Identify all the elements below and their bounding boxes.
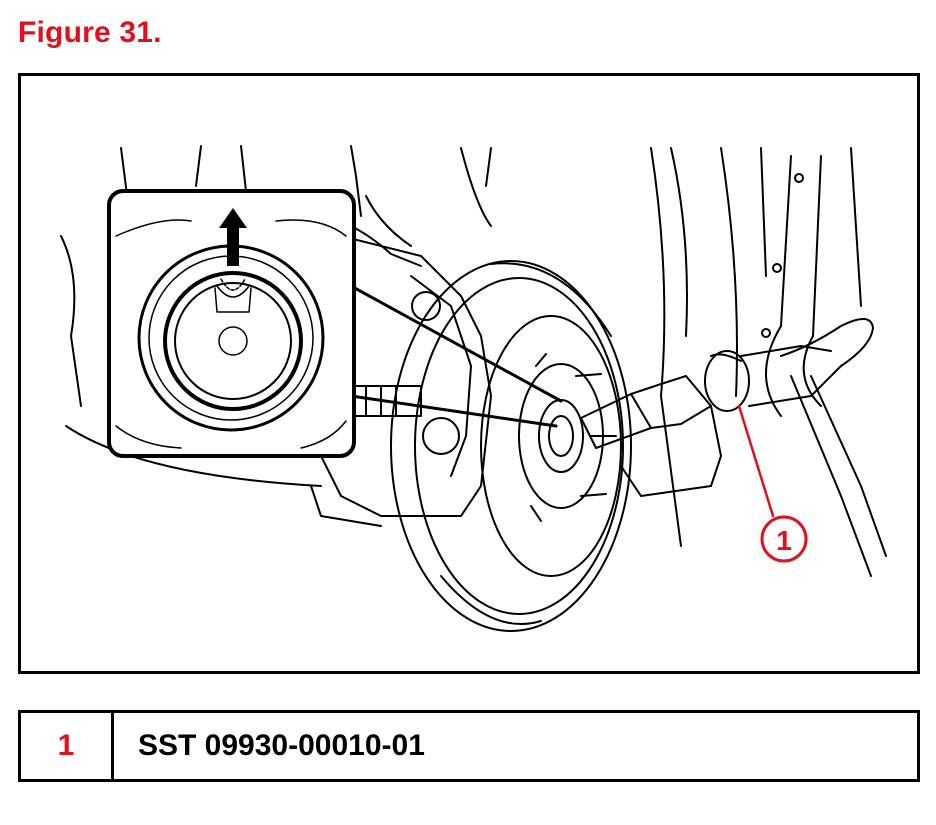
brake-caliper <box>310 235 492 527</box>
callout-number: 1 <box>776 525 792 556</box>
special-service-tool <box>704 318 887 577</box>
legend-description: SST 09930-00010-01 <box>138 729 425 762</box>
detail-leader-lines <box>349 284 563 428</box>
figure-title: Figure 31. <box>18 16 162 49</box>
callout-1: 1 <box>737 404 808 563</box>
vehicle-body-lines <box>60 145 862 547</box>
legend-number: 1 <box>21 713 114 779</box>
wheel-hub <box>518 353 617 522</box>
brake-disc <box>390 260 632 632</box>
legend-table: 1 SST 09930-00010-01 <box>18 710 920 782</box>
detail-inset <box>107 189 356 458</box>
arrow-up-icon <box>219 208 247 266</box>
illustration-frame: 1 <box>18 73 920 674</box>
hub-nut-removal-illustration: 1 <box>60 145 887 632</box>
socket-extension <box>580 375 722 497</box>
